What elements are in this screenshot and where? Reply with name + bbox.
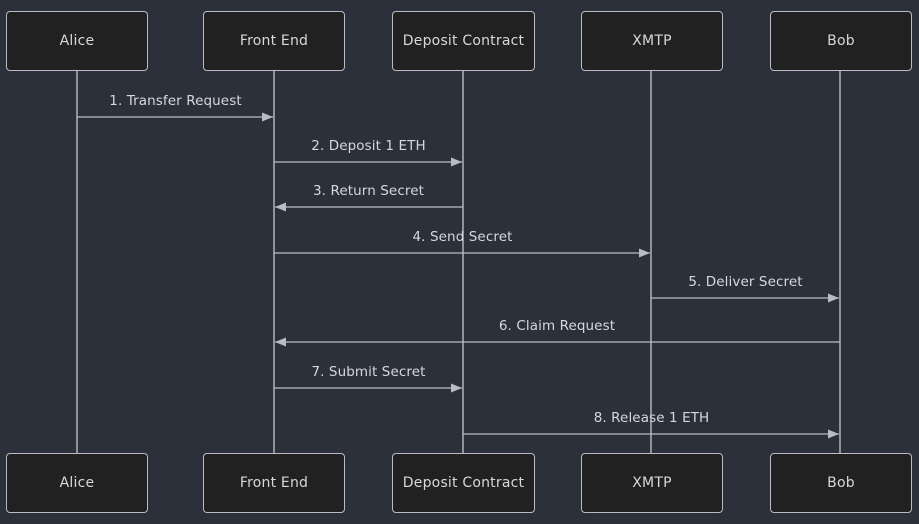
actor-label-bob: Bob [827,33,855,49]
message-label-8: 8. Release 1 ETH [593,410,710,426]
actor-label-alice: Alice [59,33,95,49]
actor-box-bob-bottom[interactable]: Bob [770,453,912,513]
actor-box-alice-top[interactable]: Alice [6,11,148,71]
actor-label-deposit: Deposit Contract [402,33,525,49]
arrowhead-1 [262,112,273,122]
actor-label-alice: Alice [59,475,95,491]
actor-label-xmtp: XMTP [632,33,672,49]
actor-box-deposit-bottom[interactable]: Deposit Contract [392,453,535,513]
message-label-7: 7. Submit Secret [311,364,426,380]
actor-label-frontend: Front End [239,475,309,491]
message-label-5: 5. Deliver Secret [688,274,803,290]
actor-box-frontend-bottom[interactable]: Front End [203,453,345,513]
arrowhead-2 [451,157,462,167]
actor-box-alice-bottom[interactable]: Alice [6,453,148,513]
actor-box-xmtp-bottom[interactable]: XMTP [581,453,723,513]
actor-label-xmtp: XMTP [632,475,672,491]
actor-label-bob: Bob [827,475,855,491]
actor-box-xmtp-top[interactable]: XMTP [581,11,723,71]
message-label-4: 4. Send Secret [412,229,513,245]
actor-label-frontend: Front End [239,33,309,49]
arrowhead-6 [275,337,286,347]
arrowhead-8 [828,429,839,439]
arrowhead-3 [275,202,286,212]
message-label-3: 3. Return Secret [312,183,425,199]
message-label-1: 1. Transfer Request [109,93,242,109]
actor-box-bob-top[interactable]: Bob [770,11,912,71]
message-arrows-group [77,112,840,439]
actor-label-deposit: Deposit Contract [402,475,525,491]
arrowhead-5 [828,293,839,303]
arrowhead-7 [451,383,462,393]
message-label-6: 6. Claim Request [498,318,616,334]
actor-box-frontend-top[interactable]: Front End [203,11,345,71]
message-label-2: 2. Deposit 1 ETH [311,138,426,154]
lifelines-group [76,71,841,453]
actor-box-deposit-top[interactable]: Deposit Contract [392,11,535,71]
arrowhead-4 [639,248,650,258]
